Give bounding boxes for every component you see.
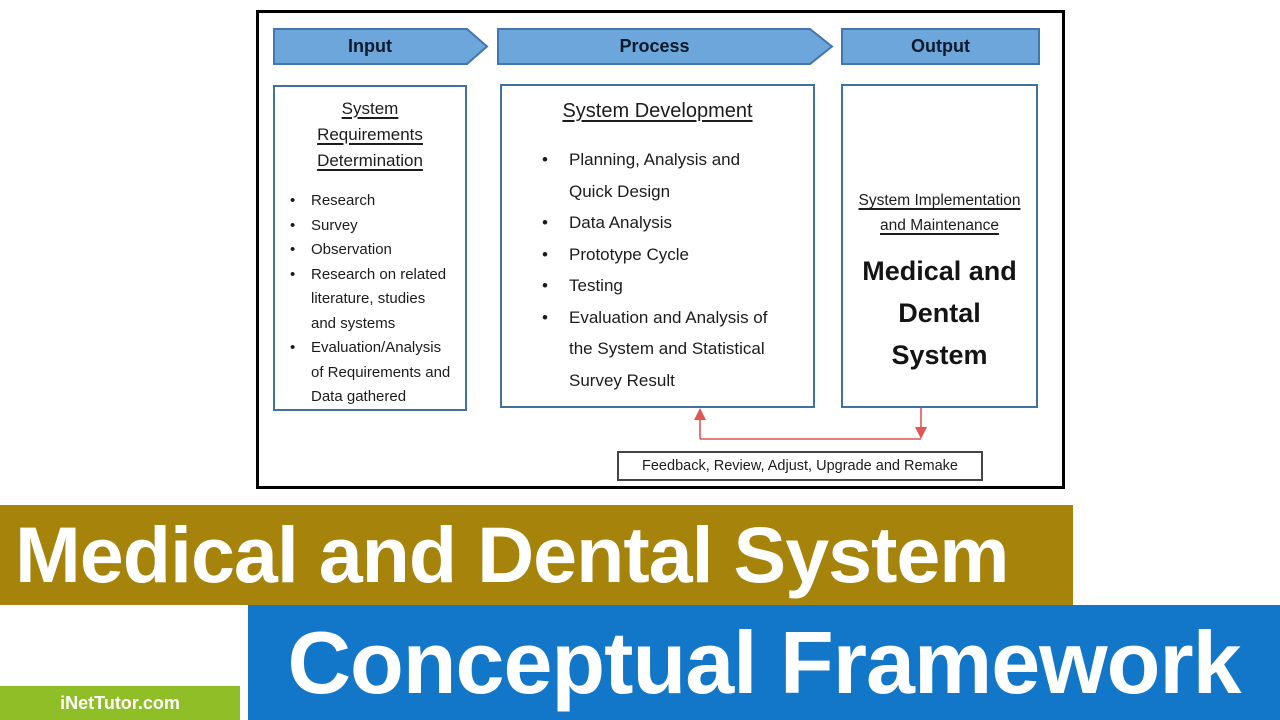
bullet-text: Prototype Cycle [569, 244, 689, 264]
watermark-strip: iNetTutor.com [0, 686, 240, 720]
diagram-frame: Input Process Output System Requirements… [256, 10, 1065, 489]
bullet-item: Survey [290, 214, 459, 239]
bullet-item: Prototype Cycle [542, 239, 805, 271]
input-box-title: System Requirements Determination [317, 99, 423, 170]
bullet-text: Testing [569, 276, 623, 295]
bullet-text: Evaluation/Analysis of Requirements and … [311, 339, 451, 405]
bullet-item: Planning, Analysis and Quick Design [542, 144, 805, 207]
feedback-label: Feedback, Review, Adjust, Upgrade and Re… [642, 458, 958, 474]
header-process-label: Process [619, 36, 690, 56]
arrow-shape-icon [273, 28, 489, 65]
bullet-item: Research on related literature, studies … [290, 263, 459, 337]
bullet-item: Testing [542, 270, 805, 302]
header-output-label: Output [911, 36, 970, 56]
bullet-item: Evaluation and Analysis of the System an… [542, 302, 805, 397]
bullet-text: Planning, Analysis and Quick Design [569, 150, 741, 201]
header-input-label: Input [348, 36, 392, 56]
bullet-item: Data Analysis [542, 207, 805, 239]
process-box-title: System Development [562, 100, 753, 122]
arrow-shape-icon [497, 28, 834, 65]
header-output: Output [841, 28, 1040, 65]
bullet-text: Research on related literature, studies … [311, 265, 447, 332]
header-arrow-input: Input [273, 28, 489, 65]
process-box: System Development Planning, Analysis an… [500, 84, 815, 408]
bullet-item: Observation [290, 238, 459, 263]
process-bullet-list: Planning, Analysis and Quick Design Data… [510, 144, 805, 396]
output-box-title: System Implementation and Maintenance [858, 192, 1021, 234]
title-text: Medical and Dental System [15, 510, 1010, 599]
input-bullet-list: Research Survey Observation Research on … [290, 189, 459, 410]
bullet-item: Research [290, 189, 459, 214]
bullet-text: Evaluation and Analysis of the System an… [569, 307, 768, 390]
watermark-text: iNetTutor.com [60, 692, 180, 713]
bullet-text: Research [311, 192, 376, 209]
input-box: System Requirements Determination Resear… [273, 85, 467, 411]
subtitle-banner: Conceptual Framework [248, 605, 1280, 720]
bullet-text: Observation [311, 241, 392, 258]
output-box: System Implementation and Maintenance Me… [841, 84, 1038, 408]
title-banner: Medical and Dental System [0, 505, 1073, 605]
bullet-item: Evaluation/Analysis of Requirements and … [290, 336, 459, 410]
feedback-box: Feedback, Review, Adjust, Upgrade and Re… [617, 451, 983, 481]
subtitle-text: Conceptual Framework [287, 612, 1241, 712]
bullet-text: Survey [311, 216, 358, 234]
bullet-text: Data Analysis [569, 213, 672, 232]
output-result-text: Medical and Dental System [862, 256, 1017, 370]
header-arrow-process: Process [497, 28, 834, 65]
